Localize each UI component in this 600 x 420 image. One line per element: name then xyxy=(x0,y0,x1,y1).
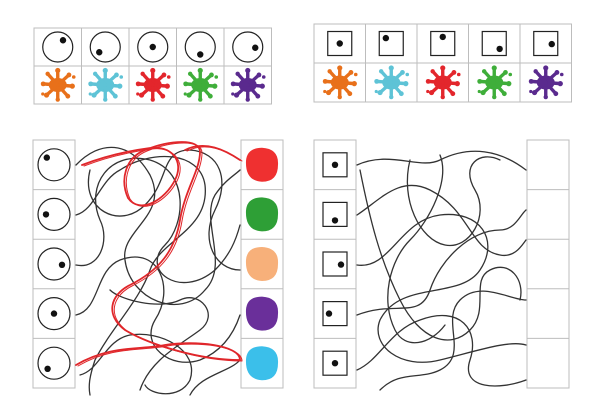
symbol-dot-2 xyxy=(337,261,345,268)
maze-path-6 xyxy=(359,169,522,341)
symbol-dot-0 xyxy=(59,37,67,44)
color-blob-green xyxy=(245,197,279,232)
symbol-dot-2 xyxy=(58,261,66,268)
square-symbol-3 xyxy=(322,301,348,327)
symbol-dot-4 xyxy=(252,44,259,51)
paint-splat-1 xyxy=(88,67,124,102)
maze-path-3 xyxy=(356,213,527,363)
paint-splat-4 xyxy=(230,67,266,102)
maze-path-4 xyxy=(356,209,527,316)
circle-symbol-2 xyxy=(37,247,71,281)
square-symbol-0 xyxy=(322,152,348,178)
symbol-dot-3 xyxy=(325,310,333,317)
circle-symbol-4 xyxy=(37,346,71,380)
paint-splat-0 xyxy=(40,67,76,102)
symbol-dot-2 xyxy=(149,43,156,51)
paint-splat-3 xyxy=(183,67,219,102)
maze-path-8 xyxy=(379,290,527,391)
circle-symbol-1 xyxy=(37,197,71,231)
maze-path-3 xyxy=(75,157,241,284)
symbol-dot-3 xyxy=(197,51,204,58)
solution-path-echo xyxy=(77,142,243,367)
maze-path-2 xyxy=(75,155,206,396)
paint-splat-2 xyxy=(425,65,461,100)
square-symbol-1 xyxy=(378,30,404,57)
color-blob-red xyxy=(245,147,279,182)
circle-symbol-4 xyxy=(232,31,264,63)
color-blob-peach xyxy=(245,247,279,281)
circle-symbol-3 xyxy=(184,31,216,63)
symbol-dot-3 xyxy=(50,310,58,317)
maze-path-9 xyxy=(387,154,446,344)
paint-splat-1 xyxy=(374,65,410,100)
symbol-dot-0 xyxy=(336,40,343,47)
maze-path-1 xyxy=(356,150,527,171)
maze-path-1 xyxy=(75,146,241,306)
square-symbol-3 xyxy=(481,30,507,57)
symbol-dot-2 xyxy=(439,33,446,41)
symbol-dot-1 xyxy=(382,34,390,42)
paint-splat-2 xyxy=(135,67,171,102)
maze-path-7 xyxy=(109,289,209,391)
symbol-dot-4 xyxy=(44,365,51,372)
maze-path-4 xyxy=(75,256,241,363)
color-blob-purple xyxy=(245,296,279,331)
symbol-dot-3 xyxy=(496,45,503,53)
symbol-dot-1 xyxy=(96,49,103,56)
symbol-dot-1 xyxy=(331,217,339,224)
maze-path-7 xyxy=(406,156,501,246)
circle-symbol-1 xyxy=(89,31,121,63)
paint-splat-4 xyxy=(528,65,564,100)
symbol-dot-0 xyxy=(331,161,339,168)
symbol-dot-4 xyxy=(548,40,555,48)
maze-squares xyxy=(313,139,570,391)
maze-path-5 xyxy=(356,314,527,387)
symbol-dot-1 xyxy=(42,211,50,218)
circle-symbol-0 xyxy=(42,31,74,63)
symbol-dot-0 xyxy=(43,154,50,161)
symbol-dot-4 xyxy=(331,360,339,367)
maze-path-2 xyxy=(356,184,527,257)
paint-splat-3 xyxy=(477,65,513,100)
maze-path-8 xyxy=(189,359,241,396)
key-table-squares xyxy=(313,23,572,103)
paint-splat-0 xyxy=(322,65,358,100)
maze-right-answer-column xyxy=(526,139,570,389)
color-blob-sky-blue xyxy=(245,346,279,381)
key-table-circles xyxy=(33,27,272,105)
maze-circles xyxy=(32,139,284,396)
circle-symbol-0 xyxy=(37,148,71,182)
